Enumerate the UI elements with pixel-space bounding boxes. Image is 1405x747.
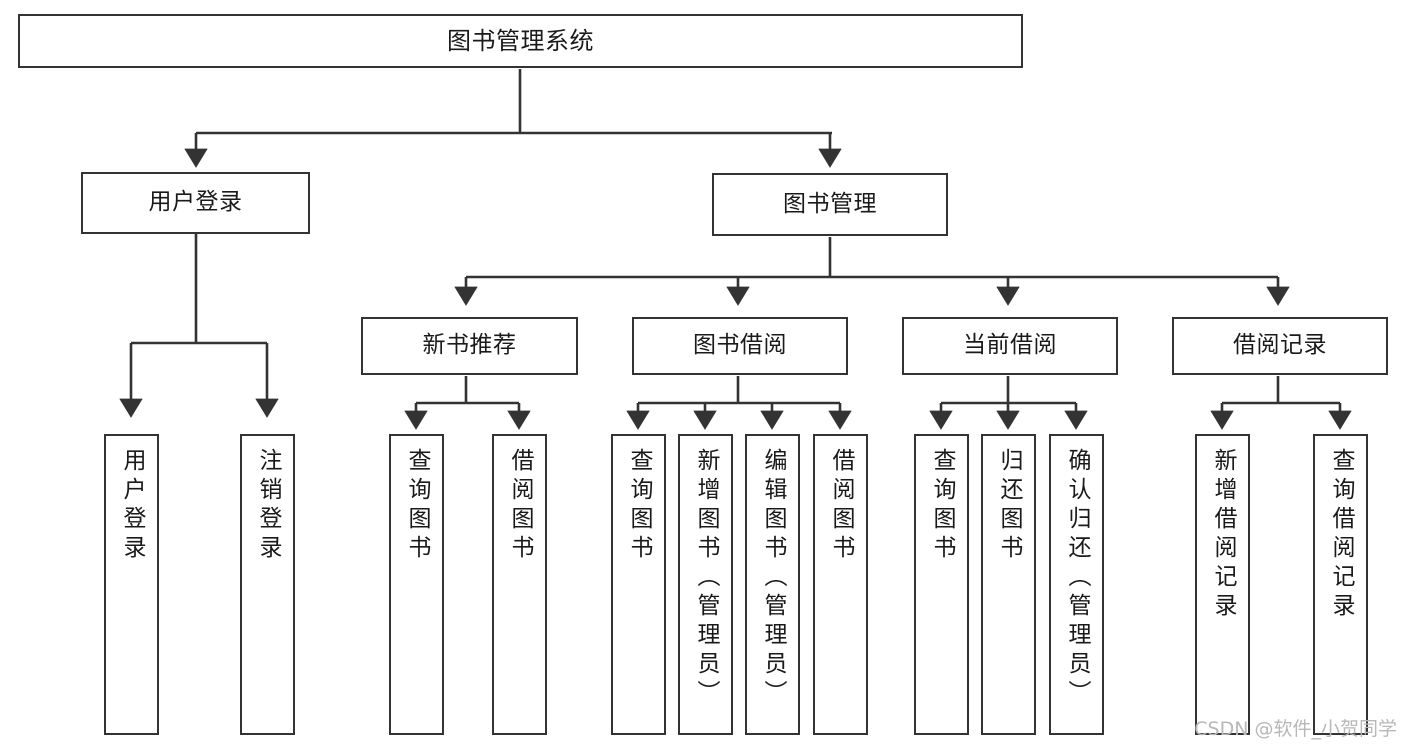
- node-current-borrow[interactable]: 当前借阅: [902, 317, 1118, 375]
- node-label: 确认归还（管理员）: [1064, 448, 1090, 709]
- node-label: 注销登录: [255, 448, 281, 564]
- node-leaf-return-book[interactable]: 归还图书: [981, 434, 1036, 735]
- node-label: 当前借阅: [963, 332, 1057, 359]
- node-label: 查询图书: [404, 448, 430, 564]
- node-leaf-user-login[interactable]: 用户登录: [104, 434, 159, 735]
- node-label: 图书管理: [783, 190, 877, 217]
- node-label: 新书推荐: [422, 332, 517, 359]
- node-label: 新增借阅记录: [1210, 448, 1236, 622]
- node-borrow-record[interactable]: 借阅记录: [1172, 317, 1388, 375]
- node-label: 借阅记录: [1233, 332, 1327, 359]
- node-label: 借阅图书: [828, 448, 854, 564]
- node-label: 查询借阅记录: [1328, 448, 1354, 622]
- node-leaf-query-book-recommend[interactable]: 查询图书: [389, 434, 444, 735]
- node-leaf-borrow-book-recommend[interactable]: 借阅图书: [492, 434, 547, 735]
- node-leaf-confirm-return[interactable]: 确认归还（管理员）: [1049, 434, 1104, 735]
- node-book-management[interactable]: 图书管理: [712, 173, 948, 236]
- node-leaf-logout-login[interactable]: 注销登录: [240, 434, 295, 735]
- node-label: 归还图书: [996, 448, 1022, 564]
- node-label: 图书管理系统: [447, 26, 594, 55]
- node-label: 查询图书: [626, 448, 652, 564]
- node-leaf-add-book[interactable]: 新增图书（管理员）: [678, 434, 733, 735]
- node-leaf-edit-book[interactable]: 编辑图书（管理员）: [745, 434, 800, 735]
- node-book-borrow[interactable]: 图书借阅: [632, 317, 848, 375]
- node-label: 新增图书（管理员）: [693, 448, 719, 709]
- node-leaf-borrow-book[interactable]: 借阅图书: [813, 434, 868, 735]
- node-label: 借阅图书: [507, 448, 533, 564]
- node-leaf-query-borrow-record[interactable]: 查询借阅记录: [1313, 434, 1368, 735]
- node-label: 用户登录: [119, 448, 145, 564]
- node-user-login[interactable]: 用户登录: [81, 172, 310, 234]
- node-label: 查询图书: [929, 448, 955, 564]
- node-label: 编辑图书（管理员）: [760, 448, 786, 709]
- node-leaf-add-borrow-record[interactable]: 新增借阅记录: [1195, 434, 1250, 735]
- node-label: 用户登录: [148, 189, 243, 216]
- node-label: 图书借阅: [693, 332, 787, 359]
- node-leaf-query-book-borrow[interactable]: 查询图书: [611, 434, 666, 735]
- csdn-watermark: CSDN @软件_小贺同学: [1194, 718, 1397, 740]
- node-new-book-recommend[interactable]: 新书推荐: [361, 317, 578, 375]
- node-root-book-management-system[interactable]: 图书管理系统: [18, 14, 1023, 68]
- node-leaf-query-book-current[interactable]: 查询图书: [914, 434, 969, 735]
